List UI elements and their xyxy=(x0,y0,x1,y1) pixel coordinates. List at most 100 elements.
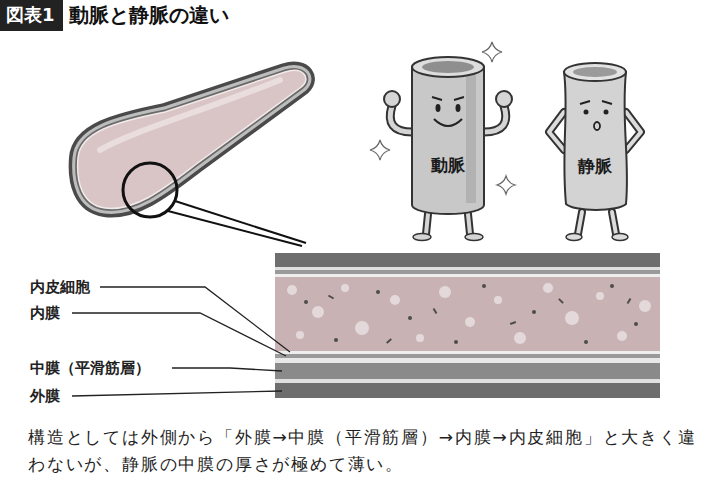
cross-section xyxy=(275,253,660,398)
layer-label: 中膜（平滑筋層） xyxy=(30,359,150,377)
cross-section-part xyxy=(275,358,660,363)
vein-body-part xyxy=(594,122,600,130)
blood-cells-part xyxy=(543,283,553,293)
character-name: 静脈 xyxy=(578,155,612,178)
artery-limbs-part xyxy=(468,214,470,234)
cross-section-part xyxy=(275,354,660,358)
blood-cells-part xyxy=(433,308,438,314)
blood-cells-part xyxy=(634,322,638,326)
cross-section-part xyxy=(275,253,660,267)
cross-section-part xyxy=(275,379,660,383)
blood-cells-part xyxy=(482,284,486,288)
callout-magnifier-part xyxy=(168,211,302,246)
blood-cells-part xyxy=(617,331,627,341)
sparkles-part xyxy=(497,176,515,194)
blood-cells-part xyxy=(439,286,451,298)
character-name: 動脈 xyxy=(431,154,465,177)
blood-cells xyxy=(287,283,651,344)
blood-cells-part xyxy=(304,300,308,304)
vein-limbs-part xyxy=(549,112,564,150)
vessel-tube-part xyxy=(78,71,306,209)
artery-limbs-part xyxy=(384,91,400,107)
cross-section-part xyxy=(275,383,660,398)
artery-body xyxy=(410,55,486,217)
vein-limbs-part xyxy=(549,112,564,150)
blood-cells-part xyxy=(287,285,297,295)
blood-cells-part xyxy=(355,321,369,335)
artery-body-part xyxy=(466,71,476,203)
artery-body-part xyxy=(436,104,441,112)
blood-cells-part xyxy=(532,310,536,314)
vessel-tube-part xyxy=(78,71,306,209)
sparkles-part xyxy=(370,140,390,160)
vein-limbs-part xyxy=(566,234,582,241)
cross-section-part xyxy=(275,277,660,351)
artery-body-part xyxy=(434,119,462,126)
vein-limbs-part xyxy=(612,212,616,234)
vein-limbs-part xyxy=(612,212,616,234)
vein-body xyxy=(560,60,630,216)
artery-body-part xyxy=(432,97,464,100)
blood-cells-part xyxy=(494,296,502,304)
vein-body-part xyxy=(564,63,626,81)
vessel-tube xyxy=(78,71,306,209)
blood-cells-part xyxy=(376,290,380,294)
sparkles-part xyxy=(482,42,502,62)
blood-cells-part xyxy=(341,284,349,292)
callout-magnifier-part xyxy=(175,201,306,243)
blood-cells-part xyxy=(465,317,475,327)
callout-magnifier-part xyxy=(123,163,177,217)
callout-magnifier xyxy=(123,163,306,246)
cross-section-part xyxy=(275,274,660,277)
vein-body-part xyxy=(564,72,627,210)
vein-body-part xyxy=(573,67,617,77)
cross-section-part xyxy=(275,270,660,274)
vein-body-part xyxy=(604,110,609,115)
artery-body-part xyxy=(422,61,474,73)
vein-limbs-part xyxy=(578,212,582,234)
vein-limbs-part xyxy=(626,112,641,150)
artery-limbs-part xyxy=(426,214,428,234)
leader-lines-part xyxy=(72,391,282,396)
artery-limbs-part xyxy=(484,106,506,132)
artery-body-part xyxy=(456,104,461,112)
blood-cells-part xyxy=(312,306,324,318)
cross-section-part xyxy=(275,351,660,354)
blood-cells-part xyxy=(610,284,614,288)
artery-limbs-part xyxy=(496,91,512,107)
layer-label: 内皮細胞 xyxy=(30,278,90,296)
vein-limbs-part xyxy=(578,212,582,234)
blood-cells-part xyxy=(596,292,604,300)
blood-cells-part xyxy=(408,316,412,320)
artery-body-part xyxy=(412,67,484,214)
artery-limbs-part xyxy=(468,214,470,234)
figure-caption: 構造としては外側から「外膜→中膜（平滑筋層）→内膜→内皮細胞」と大きく違わないが… xyxy=(28,424,700,478)
leader-lines-part xyxy=(72,313,286,356)
cross-section-part xyxy=(275,267,660,270)
cross-section-part xyxy=(275,363,660,379)
blood-cells-part xyxy=(296,331,304,339)
blood-cells-part xyxy=(416,334,424,342)
vessel-tube-part xyxy=(100,80,280,150)
vessel-tube-part xyxy=(78,71,306,209)
vein-body-part xyxy=(584,110,589,115)
figure-badge: 図表1 xyxy=(0,0,63,31)
artery-body-part xyxy=(412,57,484,77)
vein-character: 静脈 xyxy=(560,60,630,216)
artery-limbs-part xyxy=(465,234,483,241)
blood-cells-part xyxy=(514,332,526,344)
blood-cells-part xyxy=(454,340,458,344)
blood-cells-part xyxy=(334,338,338,342)
artery-limbs-part xyxy=(390,106,412,132)
leader-lines-part xyxy=(172,368,282,371)
blood-cells-part xyxy=(639,300,651,312)
layer-label: 外膜 xyxy=(30,387,60,405)
artery-character: 動脈 xyxy=(410,55,486,217)
artery-limbs-part xyxy=(413,234,431,241)
blood-cells-part xyxy=(386,338,392,343)
vessel-tube-part xyxy=(78,71,306,209)
blood-cells-part xyxy=(584,340,588,344)
figure-number: 図表1 xyxy=(6,3,55,27)
artery-limbs-part xyxy=(426,214,428,234)
